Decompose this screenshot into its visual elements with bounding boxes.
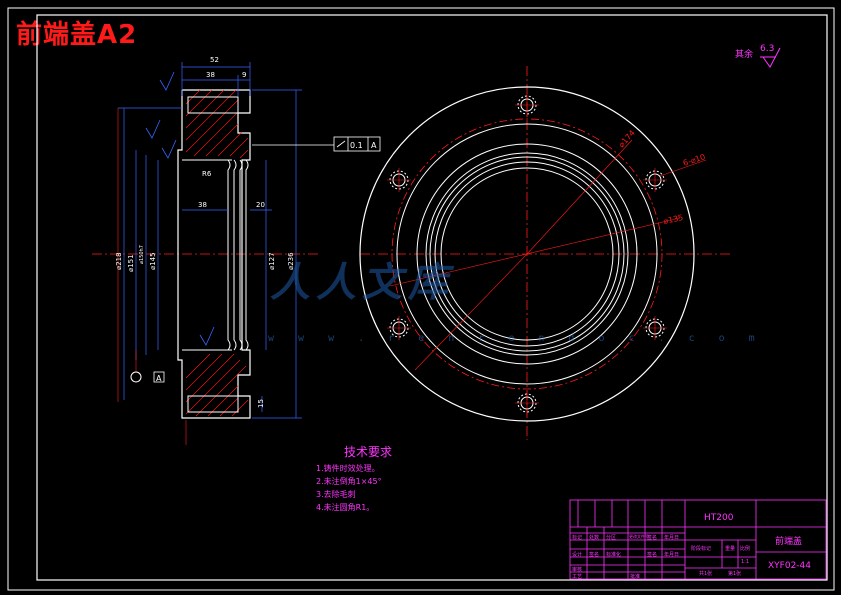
drawing-title-banner: 前端盖A2 bbox=[16, 20, 138, 50]
tech-item-4: 4.未注圆角R1。 bbox=[316, 503, 375, 512]
dim-d236: ⌀236 bbox=[287, 252, 295, 270]
dim-20: 20 bbox=[256, 201, 265, 209]
tb-sign2: 签名 bbox=[589, 552, 600, 558]
tech-heading: 技术要求 bbox=[344, 445, 393, 459]
tb-date2: 年月日 bbox=[664, 552, 680, 558]
tech-item-3: 3.去除毛刺 bbox=[316, 490, 356, 499]
dim-d174: ⌀174 bbox=[617, 128, 637, 149]
tb-review: 审核 bbox=[572, 567, 583, 573]
dim-d135: ⌀135 bbox=[663, 213, 685, 226]
sheet-total: 共1张 bbox=[699, 571, 713, 577]
tb-count: 处数 bbox=[589, 535, 600, 541]
watermark-url: w w w . r e n r e n d o c . c o m bbox=[268, 333, 764, 344]
dim-d151: ⌀151 bbox=[127, 254, 135, 272]
dim-d127: ⌀127 bbox=[268, 252, 276, 270]
tolerance-frame: 0.1 A bbox=[252, 136, 381, 152]
tb-sign3: 签名 bbox=[647, 552, 658, 558]
outer-border bbox=[7, 7, 835, 591]
stage-label: 阶段标记 bbox=[691, 546, 712, 552]
datum-label: A bbox=[156, 374, 162, 383]
dim-d218: ⌀218 bbox=[115, 252, 123, 270]
dim-holes: 6-⌀10 bbox=[682, 152, 707, 168]
tb-approve: 批准 bbox=[630, 574, 641, 580]
dim-15: 15 bbox=[257, 399, 265, 408]
dim-d150: ⌀150h7 bbox=[139, 245, 145, 264]
drawing-number-text: XYF02-44 bbox=[768, 561, 811, 571]
roughness-prefix: 其余 bbox=[735, 48, 753, 60]
part-name-text: 前端盖 bbox=[775, 537, 803, 547]
dim-38-mid: 38 bbox=[198, 201, 207, 209]
watermark-logo: 人人文库 bbox=[270, 259, 454, 306]
material-text: HT200 bbox=[704, 513, 734, 523]
inner-border bbox=[36, 14, 828, 581]
sheet-current: 第1张 bbox=[728, 571, 742, 577]
front-view: ⌀174 6-⌀10 ⌀135 bbox=[359, 66, 732, 440]
tb-design: 设计 bbox=[572, 552, 583, 558]
scale-label: 比例 bbox=[740, 546, 751, 552]
roughness-value: 6.3 bbox=[760, 44, 774, 54]
dim-38-top: 38 bbox=[206, 71, 215, 79]
weight-label: 重量 bbox=[725, 546, 736, 552]
tb-zone: 分区 bbox=[606, 535, 617, 541]
tb-date: 年月日 bbox=[664, 535, 680, 541]
title-block bbox=[569, 499, 827, 580]
dim-d145: ⌀145 bbox=[149, 252, 157, 270]
tb-standard: 标准化 bbox=[606, 552, 622, 558]
dim-r6: R6 bbox=[202, 170, 212, 178]
tb-mark: 标记 bbox=[572, 535, 583, 541]
tech-item-1: 1.铸件时效处理。 bbox=[316, 464, 380, 473]
tb-sign: 签名 bbox=[647, 535, 658, 541]
scale-text: 1:1 bbox=[741, 559, 750, 565]
roughness-symbol: 其余 6.3 bbox=[735, 44, 781, 68]
dim-9: 9 bbox=[242, 71, 246, 79]
tech-item-2: 2.未注倒角1×45° bbox=[316, 477, 382, 486]
tolerance-value: 0.1 bbox=[350, 141, 363, 150]
section-view: A 0.1 A 52 38 9 38 20 R6 15 ⌀218 bbox=[92, 56, 381, 445]
tb-process: 工艺 bbox=[572, 574, 583, 580]
dim-52: 52 bbox=[210, 56, 219, 64]
tb-change: 更改文件号 bbox=[629, 534, 649, 539]
tolerance-datum: A bbox=[371, 141, 377, 150]
